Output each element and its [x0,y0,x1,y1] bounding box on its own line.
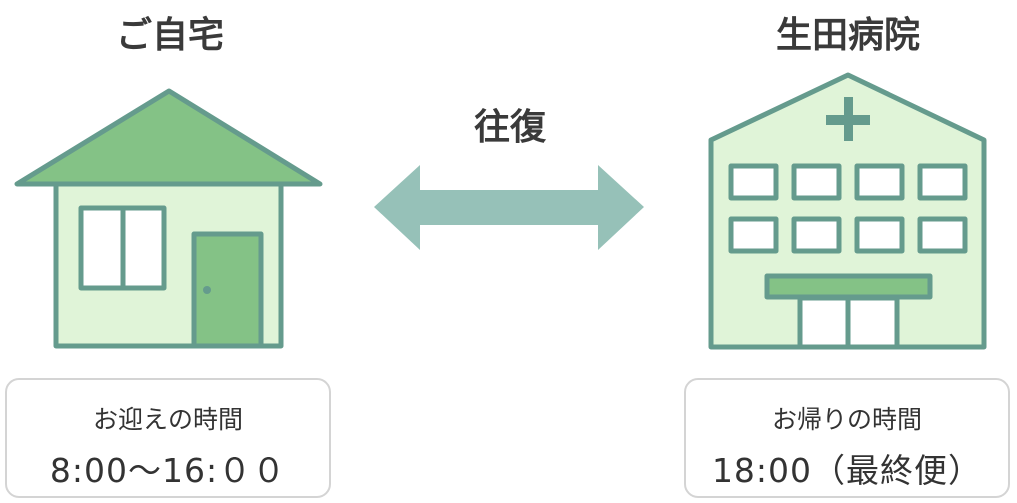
return-time-box: お帰りの時間 18:00（最終便） [684,378,1010,498]
return-time-value: 18:00（最終便） [711,451,983,490]
house-icon [14,88,323,349]
pickup-time-value: 8:00〜16:００ [49,451,287,490]
return-time-label: お帰りの時間 [771,405,922,434]
pickup-time-label: お迎えの時間 [92,405,243,434]
pickup-time-box: お迎えの時間 8:00〜16:００ [5,378,331,498]
home-title: ご自宅 [115,15,225,56]
hospital-icon [708,72,987,350]
hospital-title: 生田病院 [775,15,921,56]
round-trip-arrow-icon [374,165,644,250]
round-trip-label: 往復 [473,107,547,148]
